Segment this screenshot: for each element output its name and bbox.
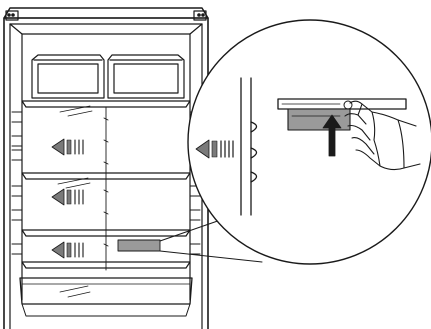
hand-icon	[344, 100, 421, 171]
crisper-drawer	[19, 277, 193, 317]
shelf-4	[21, 261, 191, 269]
pull-out-arrow-icon	[51, 188, 84, 206]
shelf-rails	[103, 106, 109, 271]
shelf-catch-part	[117, 239, 161, 252]
pull-out-arrow-icon	[51, 241, 84, 259]
shelf-3	[21, 229, 191, 237]
top-compartments	[31, 54, 185, 99]
magnifier-circle	[187, 19, 431, 265]
pull-out-arrow-icon	[195, 139, 234, 159]
pull-out-arrow-icon	[51, 138, 84, 156]
zoom-callout	[187, 19, 431, 265]
zoomed-side-rail	[240, 77, 258, 216]
shelf-2	[21, 172, 191, 189]
left-hinge	[5, 10, 19, 21]
push-up-arrow-icon	[322, 114, 342, 157]
right-hinge	[193, 10, 207, 21]
shelf-1	[21, 100, 191, 117]
